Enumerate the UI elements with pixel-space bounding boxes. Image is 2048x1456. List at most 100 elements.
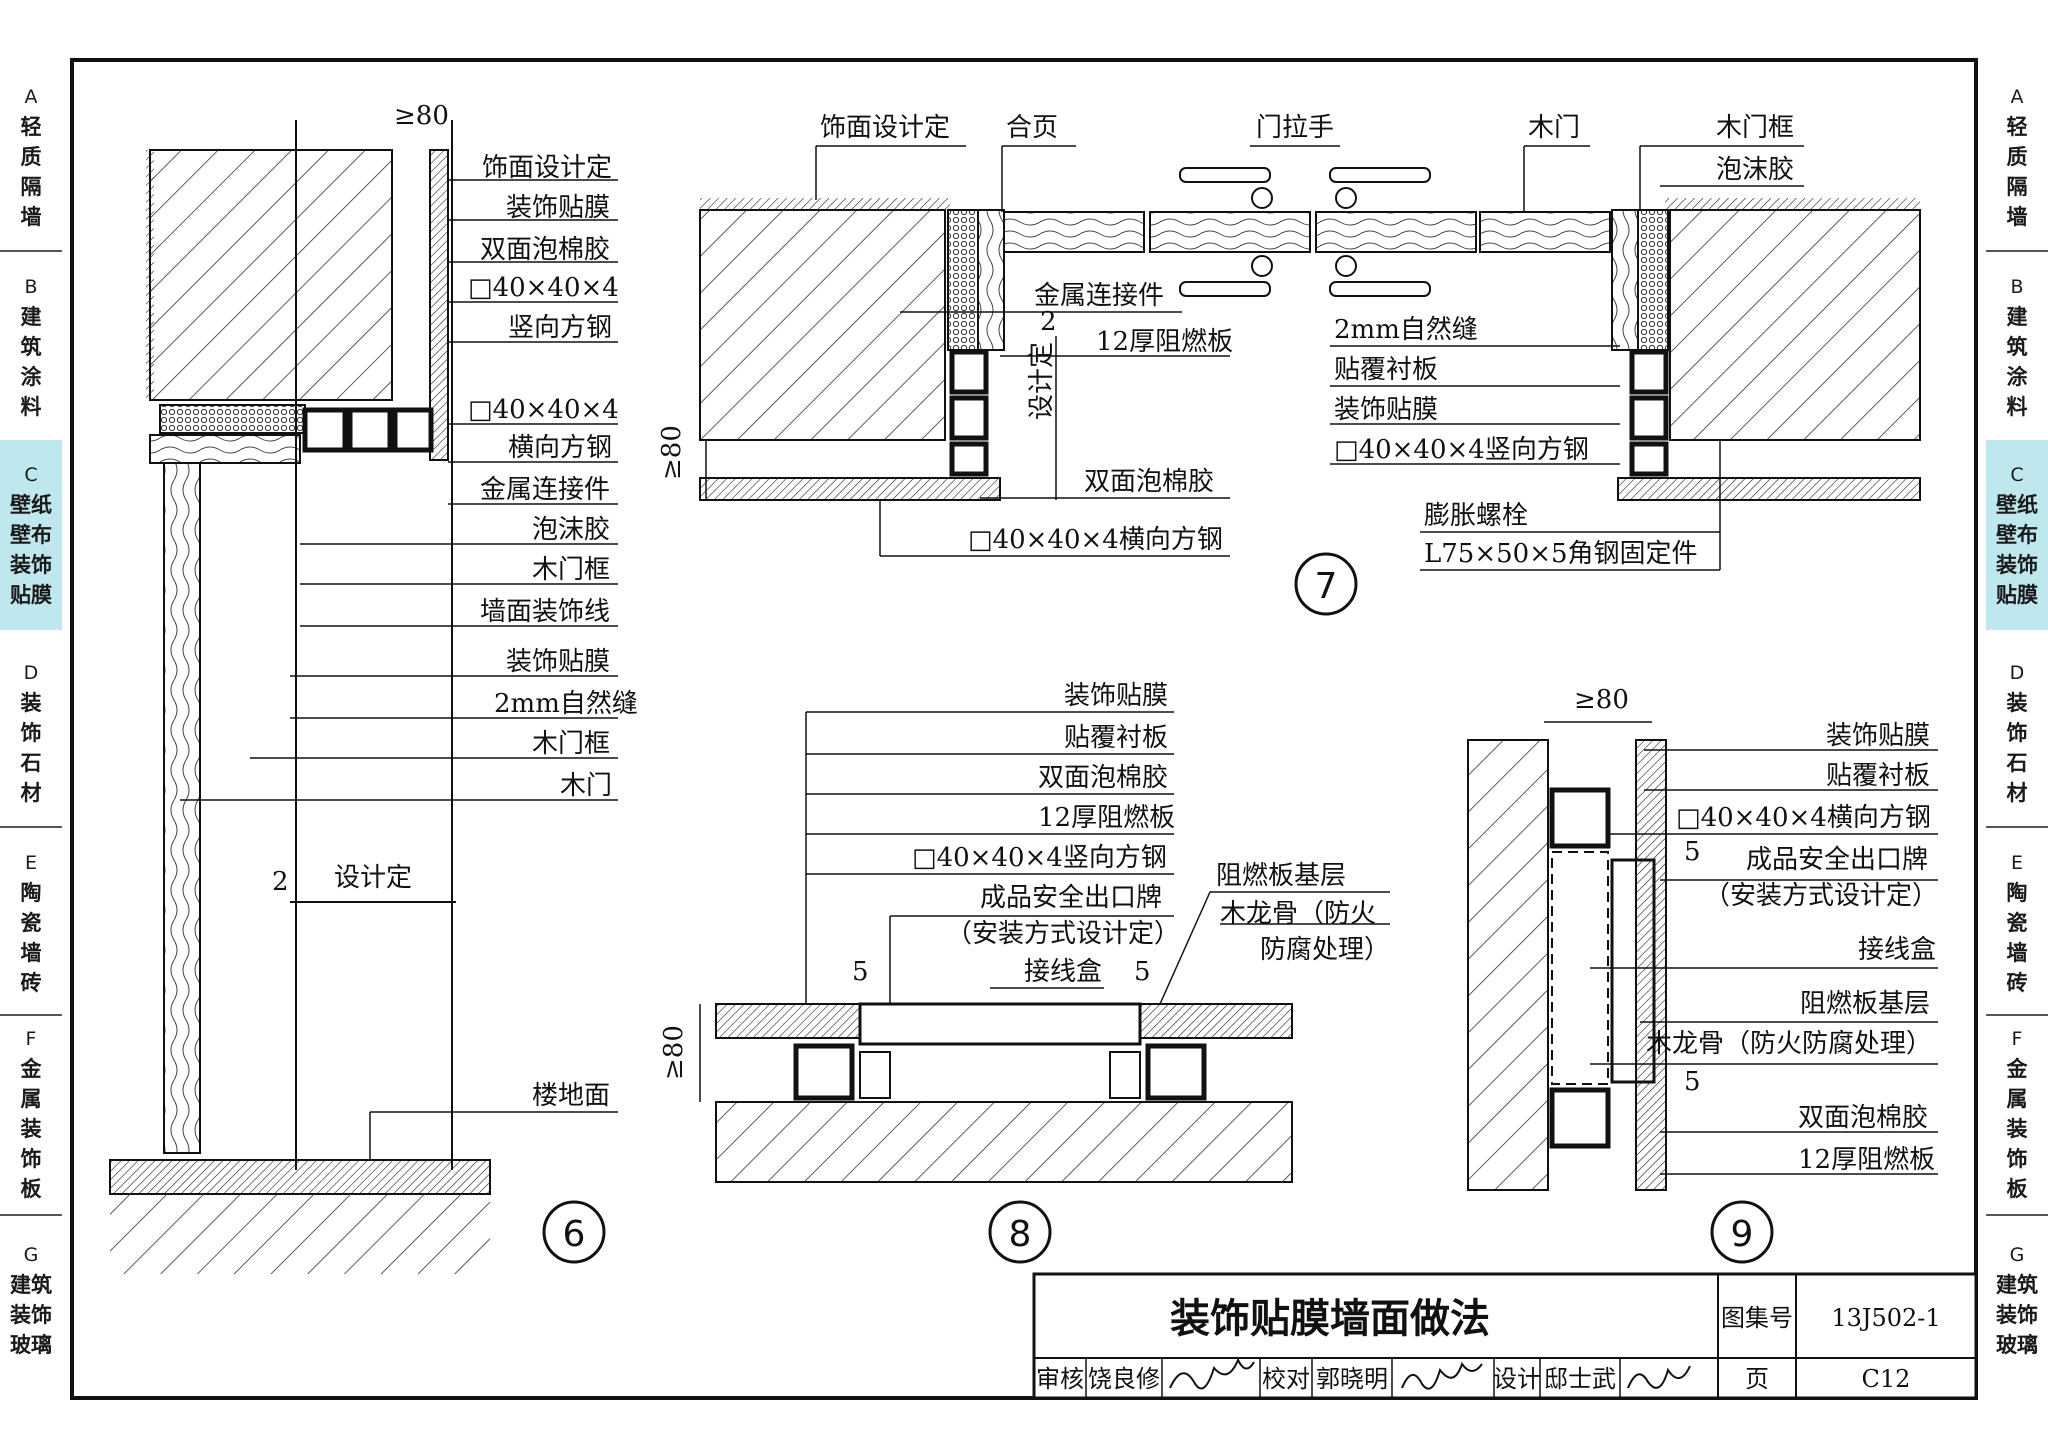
- wall-left: [699, 209, 946, 441]
- side-tab-char: 装饰: [10, 1303, 52, 1327]
- label: □40×40×4横向方钢: [1676, 803, 1931, 833]
- label: 贴覆衬板: [1826, 761, 1930, 791]
- side-tab-f-right[interactable]: F 金 属 装 饰 板: [1986, 1024, 2048, 1214]
- side-tab-char: 质: [2006, 145, 2028, 169]
- dim-5b: 5: [1684, 1067, 1701, 1097]
- side-tab-char: 轻: [2006, 115, 2028, 139]
- side-tab-a[interactable]: A 轻 质 隔 墙: [0, 82, 62, 242]
- side-tab-letter: G: [23, 1244, 39, 1266]
- side-tab-char: 装饰: [1996, 1303, 2038, 1327]
- label: 装饰贴膜: [506, 193, 610, 223]
- title-block: 装饰贴膜墙面做法 图集号 13J502-1 页 C12 审核 饶良修 校对 郭晓…: [1032, 1272, 1978, 1400]
- side-tab-letter: E: [24, 852, 37, 874]
- label: 木龙骨（防火防腐处理）: [1646, 1029, 1932, 1059]
- wall-concrete: [149, 149, 393, 401]
- base-wall: [715, 1101, 1293, 1183]
- side-tab-letter: F: [25, 1028, 37, 1050]
- side-tab-char: 隔: [2006, 175, 2028, 199]
- side-tab-letter: E: [2010, 852, 2023, 874]
- label: □40×40×4竖向方钢: [912, 843, 1167, 873]
- side-tab-a-right[interactable]: A 轻 质 隔 墙: [1986, 82, 2048, 242]
- label: 横向方钢: [508, 433, 612, 463]
- label: （安装方式设计定）: [1704, 881, 1938, 911]
- detail-number-circle: [1294, 552, 1358, 616]
- floor-label: 楼地面: [532, 1081, 610, 1111]
- side-tab-e-right[interactable]: E 陶 瓷 墙 砖: [1986, 848, 2048, 1008]
- label: 成品安全出口牌: [1746, 845, 1928, 875]
- side-tab-b[interactable]: B 建 筑 涂 料: [0, 272, 62, 432]
- floor-slab: [109, 1159, 491, 1195]
- side-tab-char: 材: [20, 781, 42, 805]
- side-tab-g[interactable]: G 建筑 装饰 玻璃: [0, 1240, 62, 1370]
- detail7-leaders: [705, 145, 1804, 571]
- side-tab-letter: F: [2011, 1028, 2023, 1050]
- label: 贴覆衬板: [1064, 723, 1168, 753]
- side-tab-char: 贴膜: [10, 583, 52, 607]
- side-tab-char: 涂: [20, 365, 42, 389]
- side-tab-char: 建: [20, 305, 42, 329]
- detail-7: 饰面设计定 合页 门拉手 木门 木门框 泡沫胶 金属连接件 12厚阻燃板 双面泡…: [657, 113, 1921, 616]
- label: 2mm自然缝: [1334, 315, 1478, 345]
- label: 饰面设计定: [482, 153, 612, 183]
- side-tab-char: 隔: [20, 175, 42, 199]
- side-tab-char: 饰: [2006, 1147, 2028, 1171]
- label: 贴覆衬板: [1334, 355, 1438, 385]
- check-label: 校对: [1262, 1365, 1310, 1393]
- side-tab-d[interactable]: D 装 饰 石 材: [0, 658, 62, 818]
- side-tab-b-right[interactable]: B 建 筑 涂 料: [1986, 272, 2048, 432]
- side-tab-char: 墙: [20, 205, 42, 229]
- side-tab-letter: C: [24, 464, 38, 486]
- tab-divider: [1986, 1214, 2048, 1216]
- side-tab-char: 墙: [20, 941, 42, 965]
- side-tab-char: 壁布: [10, 523, 52, 547]
- reviewer-signature: [1169, 1357, 1255, 1390]
- side-tab-c[interactable]: C 壁纸 壁布 装饰 贴膜: [0, 440, 62, 630]
- label: 金属连接件: [480, 475, 610, 505]
- design-label: 设计: [1493, 1365, 1541, 1393]
- side-tab-char: 装: [20, 1117, 42, 1141]
- label: □40×40×4: [468, 273, 619, 303]
- side-tab-char: 饰: [20, 721, 42, 745]
- checker-name: 郭晓明: [1316, 1365, 1388, 1393]
- side-tab-g-right[interactable]: G 建筑 装饰 玻璃: [1986, 1240, 2048, 1370]
- label: 装饰贴膜: [1826, 721, 1930, 751]
- side-tab-d-right[interactable]: D 装 饰 石 材: [1986, 658, 2048, 818]
- label: L75×50×5角钢固定件: [1424, 539, 1698, 569]
- door-leaf: [1479, 211, 1611, 253]
- wall-left-lower: [699, 477, 1001, 501]
- foam-left: [947, 209, 979, 351]
- dim-5b: 5: [1134, 957, 1151, 987]
- label: 竖向方钢: [508, 313, 612, 343]
- tab-divider: [0, 1214, 62, 1216]
- side-tab-letter: A: [2010, 86, 2024, 108]
- label: 阻燃板基层: [1216, 861, 1346, 891]
- detail-number: 7: [1315, 566, 1338, 607]
- label: 12厚阻燃板: [1096, 327, 1233, 357]
- designer-signature: [1627, 1365, 1691, 1389]
- side-tab-c-right[interactable]: C 壁纸 壁布 装饰 贴膜: [1986, 440, 2048, 630]
- exit-sign-recess: [858, 1002, 1142, 1046]
- dim-80: ≥80: [1574, 685, 1629, 715]
- label: 双面泡棉胶: [480, 235, 610, 265]
- side-tab-char: 玻璃: [10, 1333, 52, 1357]
- side-tab-char: 材: [2006, 781, 2028, 805]
- label: 装饰贴膜: [1334, 395, 1438, 425]
- label: 木龙骨（防火: [1220, 899, 1376, 929]
- dim-design: 设计定: [1027, 342, 1057, 420]
- side-tab-e[interactable]: E 陶 瓷 墙 砖: [0, 848, 62, 1008]
- steel-tube: [347, 407, 393, 453]
- dim-5a: 5: [852, 957, 869, 987]
- label: 12厚阻燃板: [1038, 803, 1175, 833]
- side-tab-char: 石: [20, 751, 42, 775]
- side-tab-char: 板: [20, 1177, 42, 1201]
- door-leaf: [1003, 211, 1145, 253]
- label: □40×40×4横向方钢: [968, 525, 1223, 555]
- side-tab-f[interactable]: F 金 属 装 饰 板: [0, 1024, 62, 1214]
- door-frame-right: [1611, 209, 1639, 351]
- label: 装饰贴膜: [506, 647, 610, 677]
- label: 木门框: [532, 555, 610, 585]
- detail6-leaders: [180, 179, 618, 1160]
- label: 木门框: [1716, 113, 1794, 143]
- detail-number-circle: [988, 1200, 1052, 1264]
